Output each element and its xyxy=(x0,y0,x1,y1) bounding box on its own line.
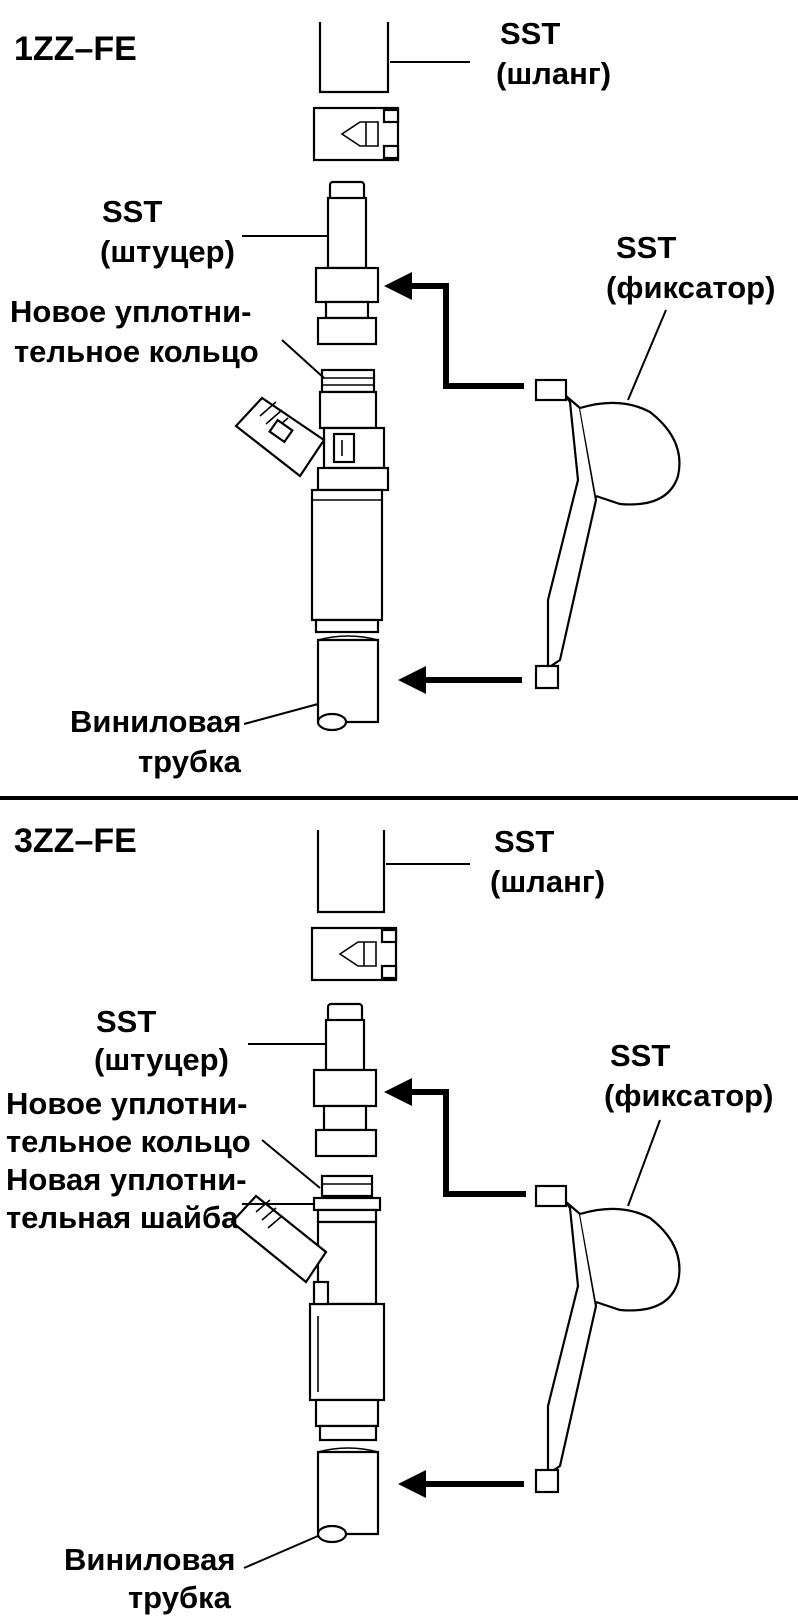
vinyl-label-line-1: Виниловая xyxy=(64,1542,235,1577)
clamp-label-sub: (фиксатор) xyxy=(604,1078,773,1113)
vinyl-label-line-1: Виниловая xyxy=(70,704,241,739)
sst-clamp-part xyxy=(534,378,681,690)
install-arrow-lower xyxy=(398,1470,524,1498)
clamp-label-title: SST xyxy=(616,230,676,265)
panel-1zz-fe: 1ZZ–FE SST (шланг) SST (штуцер) xyxy=(10,16,775,779)
vinyl-label-line-2: трубка xyxy=(128,1580,232,1615)
washer-label-line-1: Новая уплотни- xyxy=(6,1162,247,1197)
sst-connector-part xyxy=(312,106,400,162)
sst-connector-part xyxy=(310,926,398,982)
panel-2-engine-title: 3ZZ–FE xyxy=(14,822,137,860)
sst-hose-part xyxy=(318,22,390,94)
panel-1-engine-title: 1ZZ–FE xyxy=(14,30,137,68)
hose-label-title: SST xyxy=(494,824,554,859)
clamp-label-sub: (фиксатор) xyxy=(606,270,775,305)
oring-label-line-2: тельное кольцо xyxy=(14,334,259,369)
clamp-label-title: SST xyxy=(610,1038,670,1073)
hose-label-title: SST xyxy=(500,16,560,51)
panel-3zz-fe: 3ZZ–FE SST (шланг) SST (штуцер) xyxy=(6,822,773,1615)
washer-label-line-2: тельная шайба xyxy=(6,1200,239,1235)
fuel-injector-part xyxy=(234,368,390,634)
sst-union-part xyxy=(312,1002,378,1158)
oring-label-line-2: тельное кольцо xyxy=(6,1124,251,1159)
vinyl-tube-part xyxy=(316,635,380,732)
union-label-sub: (штуцер) xyxy=(100,234,235,269)
vinyl-tube-part xyxy=(316,1447,380,1544)
hose-label-sub: (шланг) xyxy=(490,864,605,899)
hose-label-sub: (шланг) xyxy=(496,56,611,91)
fuel-injector-part xyxy=(230,1174,386,1442)
oring-label-line-1: Новое уплотни- xyxy=(6,1086,247,1121)
sst-hose-part xyxy=(316,830,386,914)
union-label-sub: (штуцер) xyxy=(94,1042,229,1077)
union-label-title: SST xyxy=(96,1004,156,1039)
vinyl-label-line-2: трубка xyxy=(138,744,242,779)
sst-union-part xyxy=(314,180,380,346)
sst-clamp-part xyxy=(534,1184,681,1494)
oring-label-line-1: Новое уплотни- xyxy=(10,294,251,329)
install-arrow-upper xyxy=(384,272,524,389)
union-label-title: SST xyxy=(102,194,162,229)
install-arrow-lower xyxy=(398,666,522,694)
install-arrow-upper xyxy=(384,1078,526,1197)
